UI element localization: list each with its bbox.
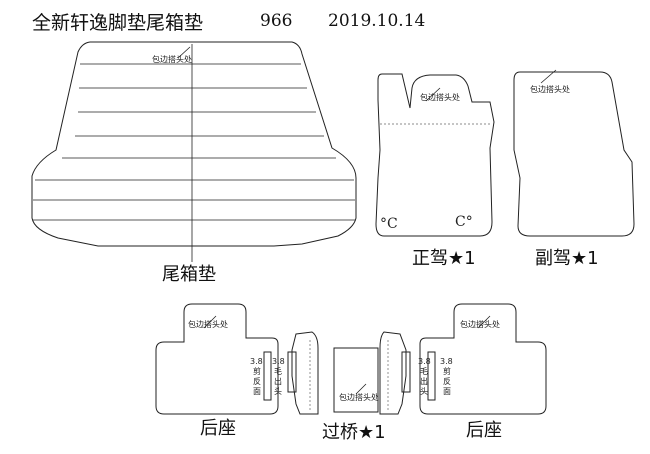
svg-text:出: 出 (420, 376, 428, 386)
rear-left-mat-outline (155, 303, 279, 415)
svg-text:3.8: 3.8 (272, 357, 285, 366)
drawing-title: 全新轩逸脚垫尾箱垫 (32, 12, 204, 34)
trunk-mat-note: 包边搭头处 (152, 54, 192, 64)
bridge-center-piece (333, 347, 379, 413)
rear-left-mat-note: 包边搭头处 (188, 319, 228, 329)
passenger-mat-note: 包边搭头处 (530, 84, 570, 94)
rear-right-strip-a: 3.8 毛 出 头 (418, 357, 431, 396)
passenger-mat-label: 副驾★1 (535, 248, 599, 269)
svg-text:3.8: 3.8 (418, 357, 431, 366)
svg-text:3.8: 3.8 (440, 357, 453, 366)
driver-mat-label: 正驾★1 (412, 248, 476, 269)
svg-text:剪: 剪 (443, 366, 451, 376)
drawing-date: 2019.10.14 (328, 11, 426, 31)
rear-left-mat-label: 后座 (200, 418, 236, 439)
bridge-right-flap (379, 331, 407, 415)
bridge-note: 包边搭头处 (339, 392, 379, 402)
passenger-mat: 包边搭头处 副驾★1 (513, 69, 635, 269)
rear-left-strip-b: 3.8 毛 出 头 (272, 357, 285, 396)
rear-right-mat-outline (419, 303, 547, 415)
svg-text:反: 反 (253, 376, 261, 386)
trunk-mat: 包边搭头处 尾箱垫 (31, 41, 357, 285)
driver-mat: 包边搭头处 °C C° 正驾★1 (375, 73, 495, 269)
trunk-mat-outline (31, 41, 357, 247)
driver-mat-mark-right: C° (455, 214, 473, 230)
rear-left-strip-a: 3.8 剪 反 面 (250, 357, 263, 396)
rear-right-mat: 包边搭头处 3.8 毛 出 头 3.8 剪 反 面 后座 (418, 303, 547, 441)
svg-text:毛: 毛 (420, 366, 428, 376)
svg-text:毛: 毛 (274, 366, 282, 376)
rear-right-strip-b: 3.8 剪 反 面 (440, 357, 453, 396)
bridge-mat: 包边搭头处 过桥★1 (287, 331, 411, 443)
bridge-left-flap (291, 331, 319, 415)
passenger-mat-outline (513, 71, 635, 237)
svg-text:3.8: 3.8 (250, 357, 263, 366)
model-code: 966 (260, 11, 293, 31)
bridge-mat-label: 过桥★1 (322, 422, 386, 443)
svg-text:反: 反 (443, 376, 451, 386)
svg-text:出: 出 (274, 376, 282, 386)
svg-text:头: 头 (420, 386, 428, 396)
svg-text:面: 面 (443, 387, 451, 396)
rear-right-mat-note: 包边搭头处 (460, 319, 500, 329)
trunk-mat-label: 尾箱垫 (162, 264, 216, 285)
rear-right-mat-label: 后座 (466, 420, 502, 441)
svg-text:面: 面 (253, 387, 261, 396)
rear-left-mat: 包边搭头处 3.8 剪 反 面 3.8 毛 出 头 后座 (155, 303, 285, 439)
svg-text:头: 头 (274, 386, 282, 396)
driver-mat-mark-left: °C (380, 216, 398, 232)
driver-mat-note: 包边搭头处 (420, 92, 460, 102)
driver-mat-outline (375, 73, 495, 237)
svg-text:剪: 剪 (253, 366, 261, 376)
